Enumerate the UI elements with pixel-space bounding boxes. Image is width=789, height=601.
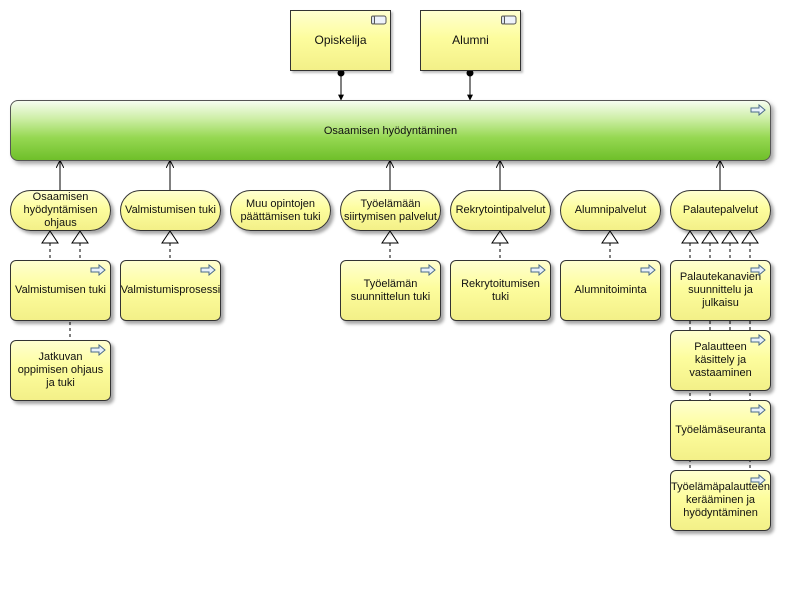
service-to-main-lines	[60, 161, 720, 190]
process-label: Työelämän suunnittelun tuki	[350, 277, 431, 303]
process-arrow-icon	[750, 474, 766, 486]
process-label: Työelämäseuranta	[675, 424, 766, 436]
actor-alumni[interactable]: Alumni	[420, 10, 521, 71]
realization-lines	[41, 230, 759, 478]
main-service-osaamisen-hyodyntaminen[interactable]: Osaamisen hyödyntäminen	[10, 100, 771, 161]
actor-label: Opiskelija	[314, 33, 367, 47]
process-tyoelamaseuranta[interactable]: Työelämäseuranta	[670, 400, 771, 461]
process-arrow-icon	[90, 264, 106, 276]
process-arrow-icon	[750, 104, 766, 116]
service-label: Rekrytointipalvelut	[455, 204, 546, 216]
process-arrow-icon	[420, 264, 436, 276]
service-alumni[interactable]: Alumnipalvelut	[560, 190, 661, 231]
process-arrow-icon	[530, 264, 546, 276]
process-tyoelaman-suunnittelu[interactable]: Työelämän suunnittelun tuki	[340, 260, 441, 321]
process-arrow-icon	[90, 344, 106, 356]
process-tyoelamapalautteen[interactable]: Työelämäpalautteen kerääminen ja hyödynt…	[670, 470, 771, 531]
actor-icon	[371, 15, 387, 25]
actor-opiskelija[interactable]: Opiskelija	[290, 10, 391, 71]
process-arrow-icon	[750, 334, 766, 346]
service-label: Alumnipalvelut	[574, 204, 647, 216]
service-valmistumisen-tuki[interactable]: Valmistumisen tuki	[120, 190, 221, 231]
process-label: Rekrytoitumisen tuki	[461, 277, 540, 303]
process-label: Työelämäpalautteen kerääminen ja hyödynt…	[670, 481, 771, 519]
service-tyoelamaan[interactable]: Työelämään siirtymisen palvelut	[340, 190, 441, 231]
process-arrow-icon	[750, 264, 766, 276]
process-label: Valmistumisen tuki	[15, 284, 106, 296]
actor-assignment-lines	[337, 69, 474, 101]
service-label: Palautepalvelut	[682, 204, 759, 216]
process-label: Alumnitoiminta	[574, 284, 647, 296]
process-label: Palautteen käsittely ja vastaaminen	[689, 341, 752, 379]
process-palautteen-kasittely[interactable]: Palautteen käsittely ja vastaaminen	[670, 330, 771, 391]
process-label: Jatkuvan oppimisen ohjaus ja tuki	[17, 351, 104, 389]
actor-label: Alumni	[452, 33, 489, 47]
process-label: Valmistumisprosessi	[120, 284, 221, 296]
service-muu-opintojen[interactable]: Muu opintojen päättämisen tuki	[230, 190, 331, 231]
process-valmistumisen-tuki[interactable]: Valmistumisen tuki	[10, 260, 111, 321]
service-label: Muu opintojen päättämisen tuki	[240, 197, 321, 223]
process-label: Palautekanavien suunnittelu ja julkaisu	[679, 271, 762, 309]
process-arrow-icon	[750, 404, 766, 416]
actor-icon	[501, 15, 517, 25]
service-rekrytointi[interactable]: Rekrytointipalvelut	[450, 190, 551, 231]
process-palautekanavien[interactable]: Palautekanavien suunnittelu ja julkaisu	[670, 260, 771, 321]
service-osaamisen-ohjaus[interactable]: Osaamisen hyödyntämisen ohjaus	[10, 190, 111, 231]
service-label: Valmistumisen tuki	[125, 204, 216, 216]
process-arrow-icon	[200, 264, 216, 276]
process-rekrytoitumisen-tuki[interactable]: Rekrytoitumisen tuki	[450, 260, 551, 321]
main-service-label: Osaamisen hyödyntäminen	[323, 124, 458, 137]
process-arrow-icon	[640, 264, 656, 276]
process-alumnitoiminta[interactable]: Alumnitoiminta	[560, 260, 661, 321]
process-valmistumisprosessi[interactable]: Valmistumisprosessi	[120, 260, 221, 321]
service-label: Osaamisen hyödyntämisen ohjaus	[23, 191, 98, 229]
service-label: Työelämään siirtymisen palvelut	[344, 197, 437, 223]
process-jatkuvan-oppimisen[interactable]: Jatkuvan oppimisen ohjaus ja tuki	[10, 340, 111, 401]
service-palaute[interactable]: Palautepalvelut	[670, 190, 771, 231]
